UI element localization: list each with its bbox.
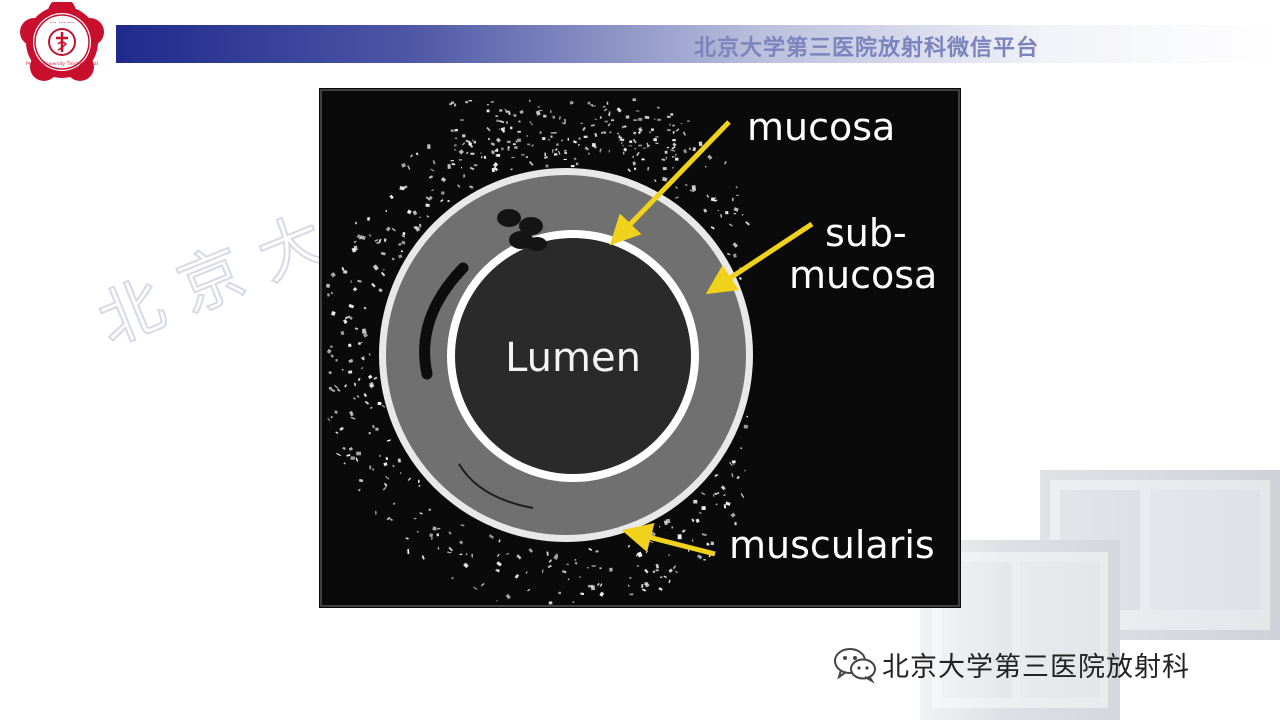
header-gradient-bar — [116, 25, 1280, 63]
mucosa-arrow — [609, 120, 731, 246]
wechat-icon — [834, 648, 876, 684]
submucosa-arrow — [705, 221, 814, 295]
wall-dark-arc — [419, 262, 469, 380]
mesenteric-fat-speckles — [326, 98, 750, 605]
footer-text: 北京大学第三医院放射科 — [882, 651, 1190, 683]
wall-blobs — [497, 209, 547, 251]
lumen-label: Lumen — [505, 335, 641, 381]
lumen — [455, 238, 691, 474]
bowel-wall-diagram: Lumen mucosa sub- mucosa muscularis — [319, 88, 961, 608]
mucosa-label: mucosa — [747, 105, 895, 149]
footer: 北京大学第三医院放射科 — [832, 644, 1190, 684]
submucosa-label-line2: mucosa — [789, 253, 937, 297]
hospital-logo: ··· ··· ··· Peking University Third Hosp… — [4, 0, 112, 82]
muscularis-label: muscularis — [729, 523, 935, 567]
svg-text:··· ··· ···: ··· ··· ··· — [50, 19, 74, 27]
header-title: 北京大学第三医院放射科微信平台 — [694, 36, 1040, 61]
muscularis-arrow — [621, 523, 716, 557]
wall-thin-arc — [458, 463, 534, 509]
submucosa-label-line1: sub- — [825, 211, 907, 255]
svg-text:Peking University Third Hospit: Peking University Third Hospital — [26, 61, 98, 67]
